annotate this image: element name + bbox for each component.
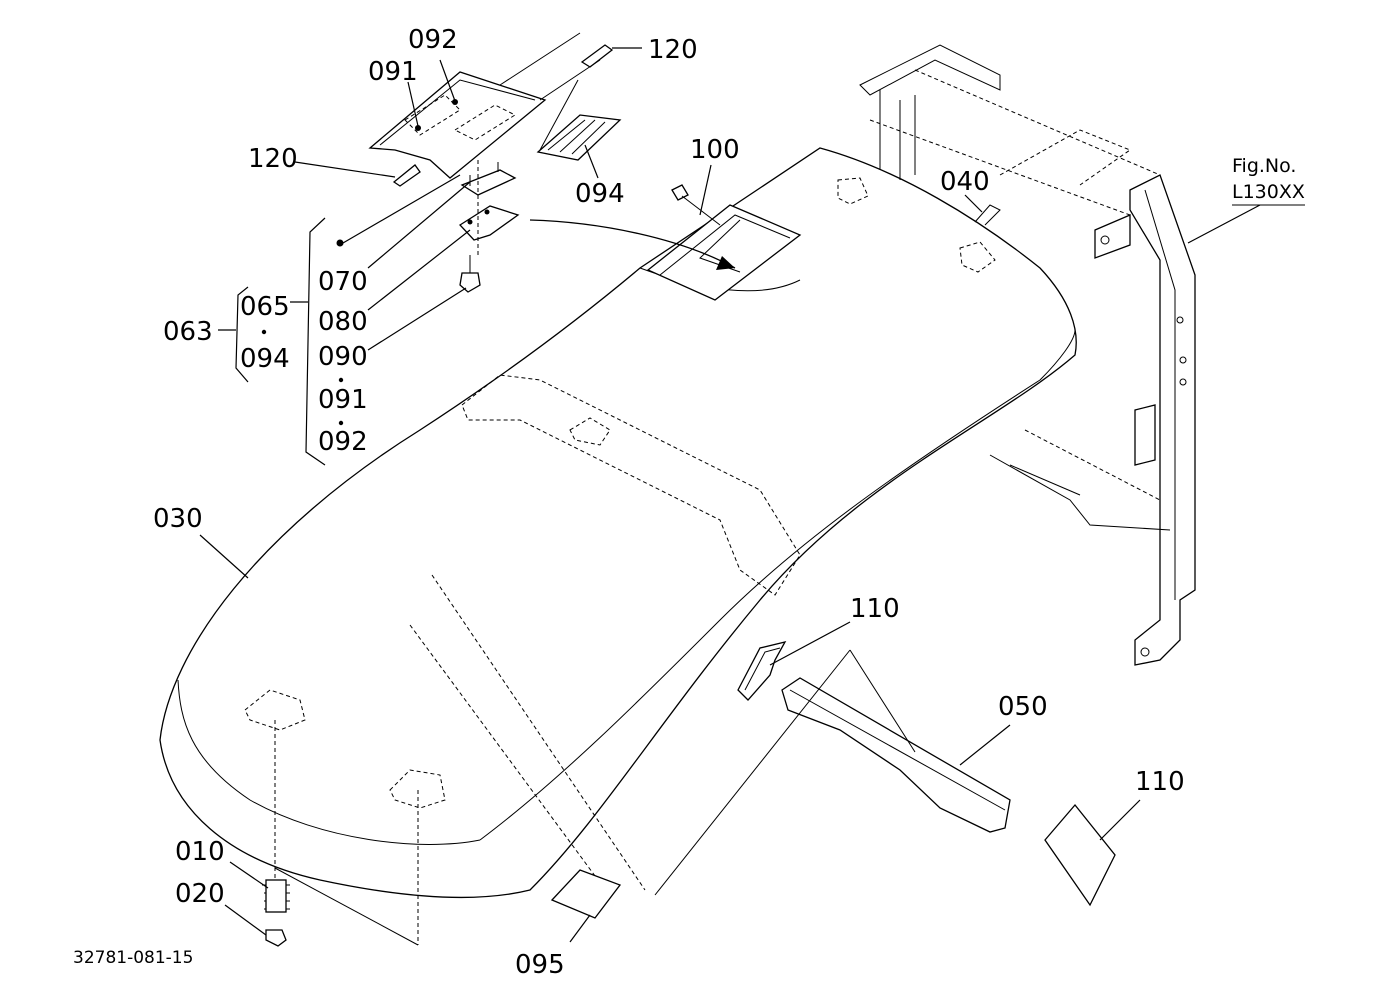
frame-bracket [859, 44, 1305, 666]
label-010: 010 [175, 837, 225, 867]
label-020: 020 [175, 879, 225, 909]
label-094-list: 094 [240, 344, 290, 374]
label-070: 070 [318, 267, 368, 297]
label-065: 065 [240, 292, 290, 322]
label-040: 040 [940, 167, 990, 197]
label-091-top: 091 [368, 57, 418, 87]
label-110-lower: 110 [1135, 767, 1185, 797]
label-090: 090 [318, 342, 368, 372]
label-120-upper: 120 [648, 35, 698, 65]
label-120-left: 120 [248, 144, 298, 174]
leader-lines [199, 47, 1141, 943]
label-030: 030 [153, 504, 203, 534]
label-080: 080 [318, 307, 368, 337]
fender-030 [159, 147, 1077, 899]
label-063: 063 [163, 317, 213, 347]
label-100: 100 [690, 135, 740, 165]
label-092-top: 092 [408, 25, 458, 55]
label-plate-assembly [368, 32, 1001, 293]
label-050: 050 [998, 692, 1048, 722]
label-092-list: 092 [318, 427, 368, 457]
label-091-list: 091 [318, 385, 368, 415]
label-095: 095 [515, 950, 565, 980]
lower-parts [262, 641, 1116, 947]
label-094-top: 094 [575, 179, 625, 209]
fig-ref-title: Fig.No. [1232, 155, 1296, 177]
drawing-number: 32781-081-15 [73, 948, 193, 968]
label-110-upper: 110 [850, 594, 900, 624]
fig-ref-number: L130XX [1232, 181, 1305, 203]
